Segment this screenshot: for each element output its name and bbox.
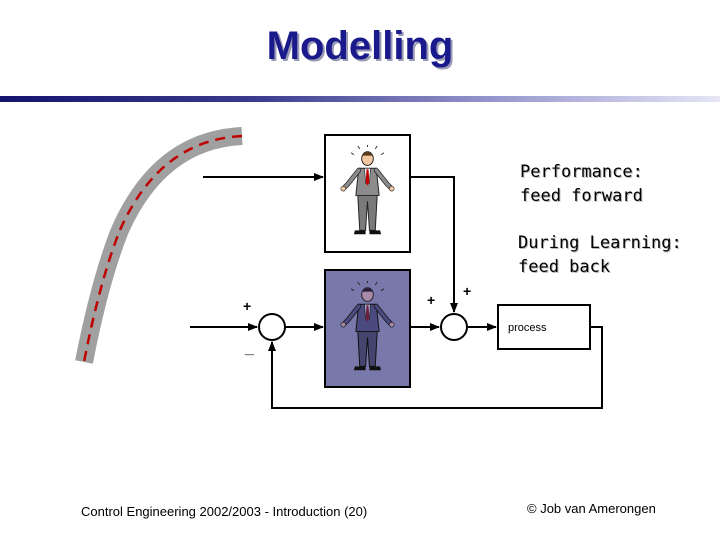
road-illustration [75,127,243,364]
summing-junction-1 [258,313,286,341]
footer-course-info: Control Engineering 2002/2003 - Introduc… [81,504,368,519]
process-block [497,304,591,350]
title-underline-bar [0,96,720,102]
performance-heading: Performance: [520,162,643,182]
summing-junction-2 [440,313,468,341]
learning-description: feed back [518,257,611,277]
sum1-minus-sign: _ [245,340,254,357]
feedforward-block [324,134,411,253]
performance-description: feed forward [520,186,643,206]
signal-lines [190,173,603,409]
process-label: process [508,322,547,334]
footer-copyright: © Job van Amerongen [527,501,656,516]
learning-heading: During Learning: [518,233,682,253]
sum2-plus-left-sign: + [427,292,436,308]
sum1-plus-sign: + [243,298,252,314]
slide-title: Modelling [266,24,454,68]
sum2-plus-top-sign: + [463,283,472,299]
feedback-controller-block [324,269,411,388]
